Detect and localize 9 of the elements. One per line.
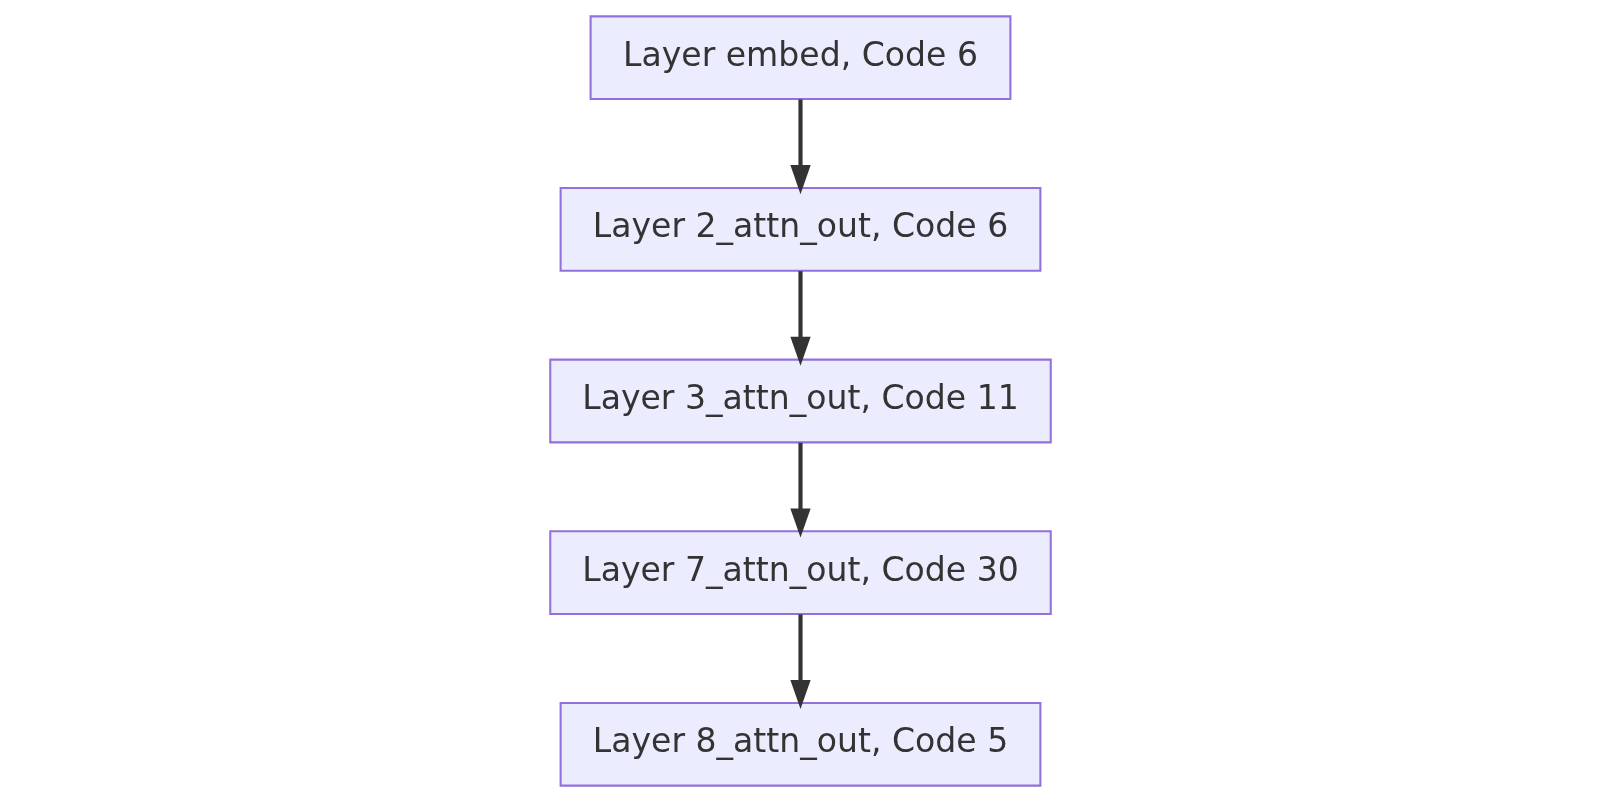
arrow [789, 614, 811, 710]
arrow [789, 271, 811, 366]
node-box: Layer 3_attn_out, Code 11 [548, 358, 1052, 444]
node-box: Layer 8_attn_out, Code 5 [559, 701, 1041, 787]
arrow [789, 99, 811, 195]
node-box: Layer 7_attn_out, Code 30 [548, 530, 1052, 616]
arrow [789, 442, 811, 538]
node-box: Layer embed, Code 6 [589, 15, 1011, 101]
node-box: Layer 2_attn_out, Code 6 [559, 186, 1041, 272]
